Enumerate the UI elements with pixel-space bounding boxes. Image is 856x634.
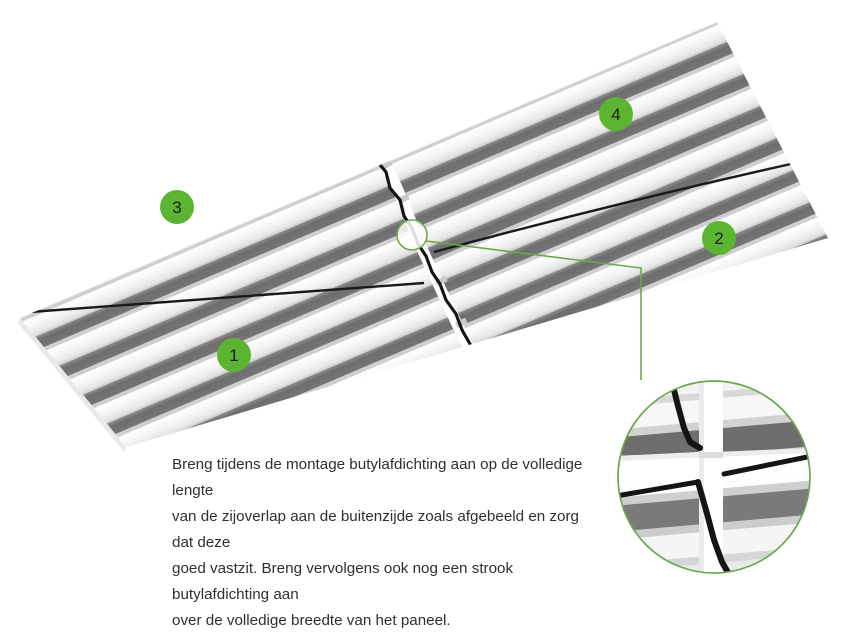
panel-assembly-edges — [18, 21, 718, 452]
figure-canvas: 1 2 3 4 Breng tijdens de montage butylaf… — [18, 21, 828, 629]
caption-line-2: van de zijoverlap aan de buitenzijde zoa… — [172, 508, 579, 551]
callout-badge-4-label: 4 — [611, 104, 621, 124]
callout-badge-2-label: 2 — [714, 228, 724, 248]
callout-badge-2[interactable]: 2 — [702, 221, 736, 255]
detail-source-marker — [396, 219, 428, 251]
caption-line-4: over de volledige breedte van het paneel… — [172, 612, 451, 629]
callout-badge-4[interactable]: 4 — [599, 97, 633, 131]
callout-badge-1[interactable]: 1 — [217, 338, 251, 372]
panel-illustration — [18, 21, 828, 574]
detail-leader-line — [425, 240, 642, 380]
caption-line-1: Breng tijdens de montage butylafdichting… — [172, 456, 583, 499]
callout-badge-3-label: 3 — [172, 197, 182, 217]
magnified-joint-detail — [617, 380, 811, 574]
instruction-caption: Breng tijdens de montage butylafdichting… — [172, 452, 604, 634]
callout-badge-1-label: 1 — [229, 345, 239, 365]
caption-line-3: goed vastzit. Breng vervolgens ook nog e… — [172, 560, 514, 603]
callout-badge-3[interactable]: 3 — [160, 190, 194, 224]
